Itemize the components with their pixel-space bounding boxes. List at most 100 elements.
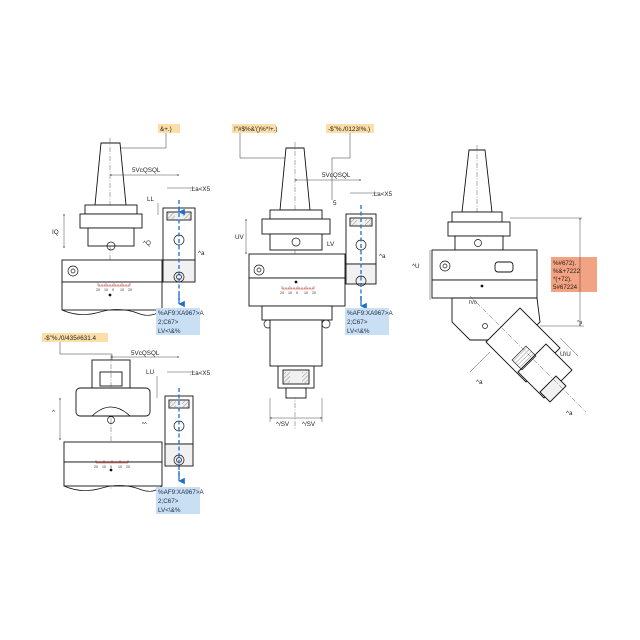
collar [261, 218, 331, 235]
callout-v4 [42, 333, 108, 342]
scale-tick-label: 10 [288, 291, 292, 295]
tilt-pin [482, 323, 488, 329]
callout-red-line-2: %&+7222 [553, 268, 581, 275]
hatch [351, 219, 357, 225]
scale-tick-label: 20 [96, 288, 100, 292]
collet [539, 375, 567, 403]
lower-flange [261, 305, 333, 321]
nut [285, 387, 307, 399]
pivot-dot [108, 293, 112, 297]
dim-v2-sv-left: ^/SV [276, 421, 290, 428]
dim-v3-a2: ^a [566, 410, 573, 417]
callout-red-line-4: 5#67224 [553, 284, 578, 291]
incline-axis [469, 295, 587, 413]
info-box-v1 [156, 308, 200, 335]
neck [87, 227, 135, 247]
hatch [365, 219, 371, 225]
dim-v2-uv: UV [235, 234, 245, 241]
dim-v1-q: ^Q [143, 240, 151, 247]
info-line-1: %AF9:XA967>A [158, 489, 204, 496]
body-screw [439, 260, 451, 272]
info-line-1: %AF9:XA967>A [347, 310, 393, 317]
callout-red-line-1: %#672). [553, 260, 576, 267]
dim-v4-right: .La<X5 [190, 370, 211, 377]
main-body-lower [63, 461, 163, 487]
main-body [63, 441, 163, 463]
scale-tick-label: 0 [110, 465, 112, 469]
info-line-2: 2;C67> [347, 319, 368, 326]
info-line-2: 2;C67> [158, 319, 179, 326]
dim-diag [559, 337, 579, 357]
dim-v3-u: ^U [412, 263, 420, 270]
callout-v2b-text: -$"%./0123!%.) [328, 126, 370, 133]
dim-v2-right: .La<X5 [372, 191, 393, 198]
dim-v1-iq: IQ [52, 229, 59, 236]
main-body [248, 253, 346, 279]
scale-tick-label: 10 [104, 288, 108, 292]
lower-bolt-right [321, 319, 331, 329]
callout-red [551, 257, 597, 292]
neck [454, 235, 504, 251]
main-body-lower [61, 281, 163, 311]
info-box-v4 [156, 487, 200, 514]
scale-tick-label: 10 [102, 465, 106, 469]
info-line-2: 2;C67> [158, 498, 179, 505]
scale-tick-label: 20 [312, 291, 316, 295]
angle-scale: 20 10 0 10 20 [280, 286, 316, 295]
body-screw [67, 265, 79, 277]
info-line-3: LV<\&% [347, 328, 370, 335]
info-line-3: LV<\&% [158, 328, 181, 335]
collar [79, 213, 143, 229]
callout-v4-text: -$"%./0/435#631.4 [44, 335, 96, 342]
flange [451, 211, 503, 223]
scale-tick-label: 20 [280, 291, 284, 295]
pivot-dot [294, 280, 298, 284]
callout-v1 [158, 124, 180, 133]
hatch [511, 345, 537, 371]
scale-tick-label: 0 [296, 291, 298, 295]
scale-tick-label: 10 [120, 288, 124, 292]
dim-v3-iv: IVô [469, 300, 477, 306]
hatch [170, 401, 176, 407]
info-line-3: LV<\&% [158, 507, 181, 514]
dim-v1-a: ^a [198, 250, 205, 257]
main-body-lower [431, 279, 538, 299]
hatch [302, 372, 308, 383]
callout-v1-text: &+.) [160, 126, 172, 133]
dim-v2-width: 5VcQSQL [322, 172, 351, 179]
dim-v1-width: 5VcQSQL [132, 167, 161, 174]
dim-v4-aa: ^^ [142, 422, 147, 428]
scale-tick-label: 20 [94, 465, 98, 469]
callout-red-line-3: *(+72). [553, 276, 572, 283]
hatch [168, 213, 175, 219]
neck-hole [106, 241, 116, 251]
body-screw [253, 264, 265, 276]
scale-tick-label: 10 [304, 291, 308, 295]
callout-v2a-text: !"#$%&'()%*!+.) [234, 126, 278, 133]
info-line-1: %AF9:XA967>A [158, 310, 204, 317]
extension-body [269, 319, 323, 367]
dim-v2-s: 5 [333, 200, 337, 207]
scale-tick-label: 10 [118, 465, 122, 469]
dim-v2-a: ^a [379, 253, 386, 260]
main-body [61, 259, 163, 283]
dim-v4-lu: LU [146, 369, 155, 376]
dim-v2-sv-right: ^/SV [302, 421, 316, 428]
neck-hole [291, 237, 301, 247]
dim-v1-ll: LL [147, 196, 155, 203]
main-body [431, 249, 538, 281]
break-line [61, 309, 163, 316]
view-3-inclined-head: %#672). %&+7222 *(+72). 5#67224 ^U IVô U… [412, 145, 597, 417]
callout-v2b [326, 124, 374, 133]
scale-tick-label: 20 [128, 288, 132, 292]
flange [269, 209, 323, 220]
break-line [63, 485, 163, 492]
dim-v4-side: ^ [52, 409, 55, 416]
neck-hole [474, 239, 482, 247]
body-screw-inner [442, 263, 448, 269]
collar [447, 221, 511, 237]
